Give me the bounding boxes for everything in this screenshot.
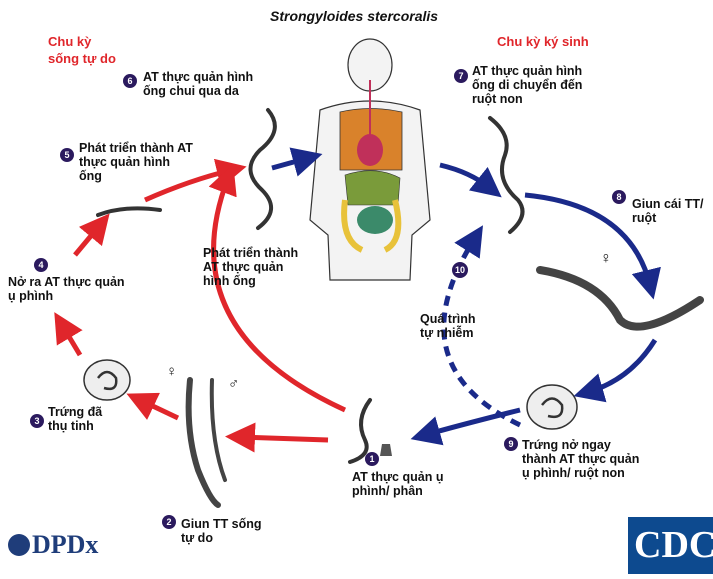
arrow-4-to-5	[75, 225, 100, 255]
larva-7-icon	[490, 118, 523, 232]
step-8-label: Giun cái TT/ ruột	[632, 197, 704, 225]
larva-5-icon	[98, 208, 160, 215]
arrow-8-to-9	[588, 340, 655, 392]
female-symbol-2: ♀	[166, 365, 177, 379]
step-8-badge: 8	[612, 190, 626, 204]
step-3-label: Trứng đã thụ tinh	[48, 405, 102, 433]
step-6-label: AT thực quản hình ống chui qua da	[143, 70, 253, 98]
female-symbol-8: ♀	[600, 252, 612, 266]
arrow-body-to-7	[440, 165, 490, 188]
step-10-badge: 10	[452, 262, 468, 278]
free-living-cycle-label: Chu kỳ sống tự do	[48, 33, 116, 67]
step-5-label: Phát triển thành AT thực quản hình ống	[79, 141, 193, 183]
step-1-badge: 1	[365, 452, 379, 466]
egg-3-icon	[84, 360, 130, 400]
dpdx-logo-text: DPDx	[32, 530, 98, 559]
diagram-title: Strongyloides stercoralis	[270, 8, 438, 24]
arrow-3-to-4	[62, 325, 80, 355]
stool-icon	[380, 444, 392, 456]
direct-development-label: Phát triển thành AT thực quản hình ống	[203, 246, 298, 288]
step-9-label: Trứng nở ngay thành AT thực quản ụ phình…	[522, 438, 639, 480]
male-symbol-2: ♂	[228, 377, 239, 391]
step-9-badge: 9	[504, 437, 518, 451]
female-adult-8-icon	[540, 270, 700, 327]
arrow-6-to-body	[272, 158, 308, 168]
adult-male-2-icon	[212, 380, 225, 480]
step-5-badge: 5	[60, 148, 74, 162]
autoinfection-label: Quá trình tự nhiễm	[420, 312, 476, 340]
larva-6-icon	[250, 110, 274, 228]
step-7-label: AT thực quản hình ống di chuyển đến ruột…	[472, 64, 582, 106]
step-4-label: Nở ra AT thực quản ụ phình	[8, 275, 125, 303]
step-6-badge: 6	[123, 74, 137, 88]
arrow-1-to-2	[240, 437, 328, 440]
arrow-2-to-3	[140, 400, 178, 418]
dpdx-logo: DPDx	[8, 530, 98, 560]
step-2-badge: 2	[162, 515, 176, 529]
step-4-badge: 4	[34, 258, 48, 272]
arrow-9-to-1	[425, 410, 520, 435]
step-3-badge: 3	[30, 414, 44, 428]
parasitic-cycle-label: Chu kỳ ký sinh	[497, 33, 589, 50]
step-2-label: Giun TT sống tự do	[181, 517, 262, 545]
human-body-icon	[310, 39, 430, 280]
egg-9-icon	[527, 385, 577, 429]
step-7-badge: 7	[454, 69, 468, 83]
cdc-logo: CDC	[628, 517, 713, 574]
step-1-label: AT thực quản ụ phình/ phân	[352, 470, 443, 498]
